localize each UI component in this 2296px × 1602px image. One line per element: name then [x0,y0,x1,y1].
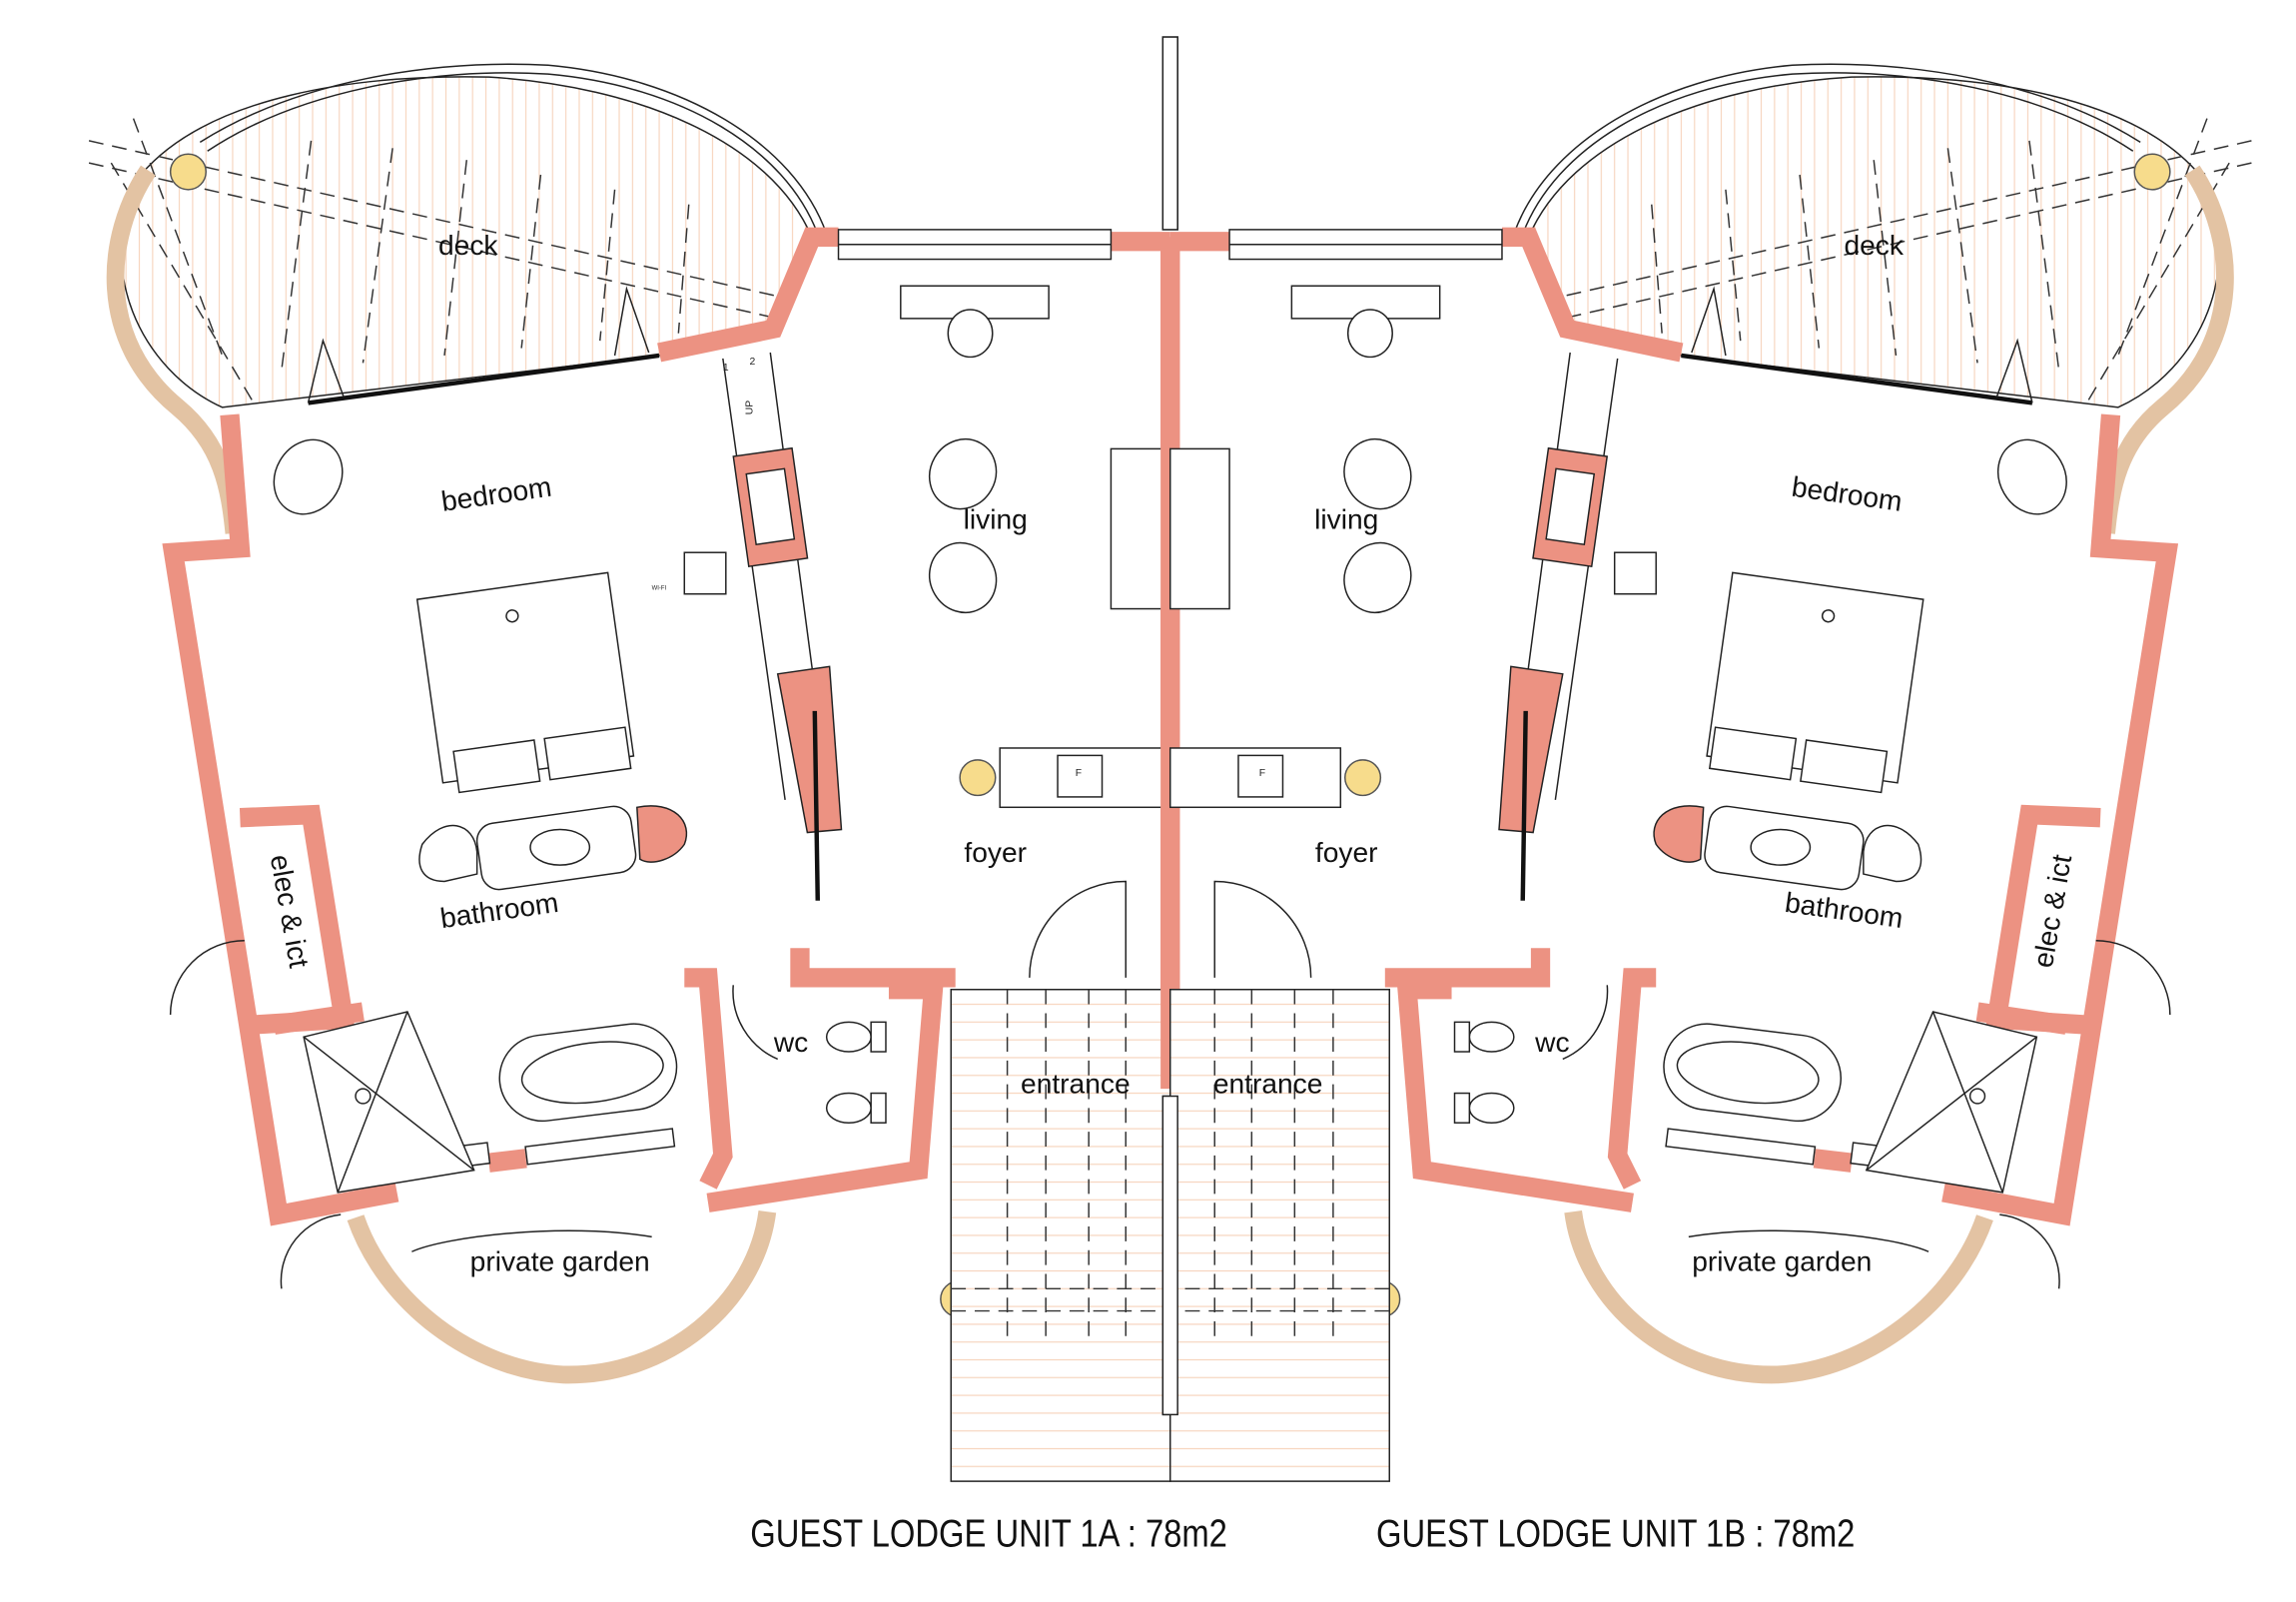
stair-step-label: 2 [750,357,756,368]
room-label-elec-ict: elec & ict [2026,852,2077,970]
room-label-bedroom: bedroom [1790,470,1905,517]
room-label-deck: deck [438,229,498,261]
room-label-private-garden: private garden [1692,1245,1872,1277]
room-label-wc: wc [1534,1026,1569,1058]
room-label-bathroom: bathroom [1783,886,1905,934]
room-label-living: living [1314,502,1378,534]
annotations: UP 1 2 F F WI-FI [652,357,1265,779]
room-label-bathroom: bathroom [438,886,560,934]
stair-step-label: 1 [723,363,729,374]
room-label-elec-ict: elec & ict [265,852,316,970]
unit-1b-title: GUEST LODGE UNIT 1B : 78m2 [1376,1512,1855,1555]
stair-up-label: UP [745,400,756,414]
unit-1a-title: GUEST LODGE UNIT 1A : 78m2 [750,1512,1227,1555]
wifi-label: WI-FI [652,585,667,591]
room-label-wc: wc [773,1026,808,1058]
room-label-deck: deck [1844,229,1904,261]
room-label-bedroom: bedroom [439,470,554,517]
room-label-private-garden: private garden [470,1245,650,1277]
room-label-living: living [964,502,1028,534]
room-label-entrance: entrance [1021,1068,1131,1100]
room-label-foyer: foyer [1315,836,1378,868]
fridge-label: F [1076,768,1082,779]
room-label-entrance: entrance [1213,1068,1323,1100]
room-label-foyer: foyer [964,836,1027,868]
fridge-label: F [1259,768,1265,779]
